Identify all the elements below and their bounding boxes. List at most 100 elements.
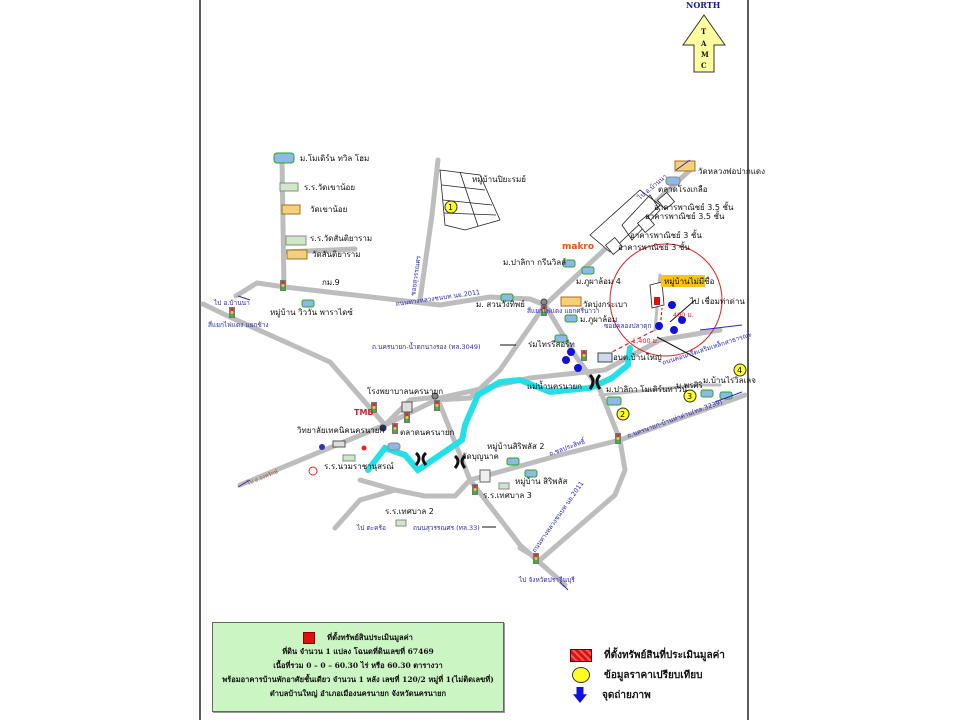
bridge-icon bbox=[588, 373, 602, 390]
temple-icon bbox=[479, 469, 491, 483]
village-mai-mi-chue-label: หมู่บ้านไม่มีชื่อ bbox=[664, 275, 715, 287]
market-icon bbox=[665, 176, 681, 186]
traffic-light-icon bbox=[280, 280, 286, 291]
label-market: ตลาดนครนายก bbox=[400, 428, 455, 437]
shophouse-icon bbox=[656, 191, 676, 211]
label-technical-college: วิทยาลัยเทคนิคนครนายก bbox=[296, 426, 384, 435]
comparable-3-marker bbox=[683, 389, 697, 403]
label-talad-rong-kluea: ตลาดโรงเกลือ bbox=[658, 184, 708, 194]
label-junction-srinava: สี่แยกไฟแดง แยกศรีนาวา bbox=[527, 306, 600, 315]
school-icon bbox=[498, 482, 510, 490]
photo-points bbox=[562, 301, 686, 372]
label-hospital: โรงพยาบาลนครนายก bbox=[367, 386, 443, 396]
label-phuphalom4: ม.ภูผาล้อม 4 bbox=[576, 277, 621, 287]
label-soi-khlong: ซอยคลองปลาดุก bbox=[604, 322, 652, 330]
label-wat-luang-pho: วัดหลวงพ่อปากแดง bbox=[698, 167, 765, 176]
roundabout-icon bbox=[540, 298, 548, 306]
north-letter: T bbox=[701, 27, 707, 36]
road-soi-suwan bbox=[417, 157, 441, 303]
comparable-markers: 1 2 3 4 bbox=[444, 200, 747, 421]
label-to-tako: ไป ตะคร้อ bbox=[356, 524, 386, 532]
info-line-area: เนื้อที่รวม 0 – 0 – 60.30 ไร่ หรือ 60.30… bbox=[273, 661, 443, 670]
comparable-number: 4 bbox=[737, 366, 742, 375]
label-school-tessaban2: ร.ร.เทศบาล 2 bbox=[385, 507, 434, 516]
road bbox=[382, 394, 440, 428]
legend-item-photo: จุดถ่ายภาพ bbox=[570, 685, 725, 705]
village-label-box bbox=[661, 275, 705, 287]
label-distance-400: 400 ม. bbox=[673, 311, 694, 319]
north-letter: C bbox=[701, 61, 707, 70]
label-school-nawamin: ร.ร.นวมราชานุสรณ์ bbox=[324, 461, 394, 471]
road bbox=[357, 487, 398, 503]
village-plot-icon bbox=[439, 169, 501, 231]
label-km9: กม.9 bbox=[322, 278, 340, 287]
north-letter: A bbox=[700, 39, 707, 48]
label-phonsiri: ม.พรศิริ bbox=[676, 381, 703, 390]
label-wat-khao-noi: วัดเขาน้อย bbox=[310, 205, 347, 214]
road-3239 bbox=[467, 392, 748, 483]
road bbox=[233, 280, 260, 299]
label-school-khao-noi: ร.ร.วัดเขาน้อย bbox=[304, 183, 355, 192]
traffic-light-icon bbox=[434, 400, 440, 411]
market-icon bbox=[387, 442, 401, 451]
label-suan-wang-thip: ม. สวนวังทิพย์ bbox=[476, 299, 525, 309]
label-siriphon: หมู่บ้าน สิริพลัส bbox=[515, 477, 567, 487]
traffic-lights bbox=[229, 280, 621, 564]
shop-row-icon bbox=[589, 189, 661, 253]
shell-icon bbox=[361, 445, 367, 451]
traffic-light-icon bbox=[581, 350, 587, 361]
village-icon bbox=[700, 389, 714, 398]
subject-property-icon bbox=[570, 648, 592, 662]
village-icon bbox=[301, 299, 315, 308]
label-ban-rai-villa: ม.บ้านไร่วิลเลจ bbox=[703, 376, 756, 385]
label-palika-green: ม.ปาลิกา กรีนวิลล์ bbox=[503, 257, 566, 267]
radius-circle bbox=[609, 243, 723, 357]
legend-item-subject: ที่ตั้งทรัพย์สินที่ประเมินมูลค่า bbox=[570, 645, 725, 665]
road-to-ongkharak bbox=[237, 422, 388, 488]
info-line-location: ตำบลบ้านใหญ่ อำเภอเมืองนครนายก จังหวัดนค… bbox=[269, 689, 447, 698]
comparable-1-marker bbox=[444, 200, 458, 214]
label-palika-modern: ม.ปาลิกา โมเดิร์นทาวน์ bbox=[606, 384, 688, 394]
photo-point-icon bbox=[567, 348, 575, 356]
temple-icon bbox=[560, 296, 582, 307]
gas-station-icon bbox=[319, 444, 325, 450]
village-icon bbox=[562, 259, 576, 268]
subject-property-icon bbox=[303, 632, 316, 644]
map-legend: ที่ตั้งทรัพย์สินที่ประเมินมูลค่า ข้อมูลร… bbox=[570, 645, 725, 705]
label-shophouse: อาคารพาณิชย์ 3.5 ชั้น bbox=[645, 210, 725, 221]
legend-label: ข้อมูลราคาเปรียบเทียบ bbox=[604, 669, 703, 681]
arrow-to-ban-na bbox=[237, 295, 251, 301]
label-siriphon2: หมู่บ้านสิริพลัส 2 bbox=[487, 442, 544, 452]
temple-icon bbox=[286, 249, 308, 260]
north-arrow-letters: T A M C bbox=[700, 27, 709, 70]
village-icon bbox=[581, 266, 595, 275]
landmark-icons bbox=[273, 152, 733, 527]
bridge-icons bbox=[414, 373, 602, 469]
road-to-thadan bbox=[382, 327, 723, 428]
grid-line bbox=[443, 212, 497, 216]
hospital-icon bbox=[401, 401, 413, 413]
comparable-2-marker bbox=[616, 407, 630, 421]
arrow-west bbox=[237, 479, 251, 488]
info-title-row: ที่ตั้งทรัพย์สินประเมินมูลค่า bbox=[213, 631, 503, 645]
subject-property-marker bbox=[654, 297, 660, 305]
traffic-light-icon bbox=[615, 433, 621, 444]
shophouse-icon bbox=[636, 214, 656, 234]
photo-point-icon bbox=[678, 316, 686, 324]
school-icon bbox=[285, 235, 307, 246]
temple-icon bbox=[281, 204, 301, 215]
road bbox=[357, 477, 473, 499]
direction-arrows bbox=[237, 159, 743, 591]
label-wiwan-paradise: หมู่บ้าน วิววัน พาราไดซ์ bbox=[270, 307, 353, 318]
info-title: ที่ตั้งทรัพย์สินประเมินมูลค่า bbox=[327, 633, 413, 642]
label-piyarom: หมู่บ้านปิยะรมย์ bbox=[472, 174, 526, 185]
label-shophouse: อาคารพาณิชย์ 3.5 ชั้น bbox=[654, 201, 734, 212]
pointer-arrows bbox=[482, 299, 701, 528]
roundabout-icon bbox=[431, 392, 439, 400]
village-icon bbox=[506, 457, 520, 466]
traffic-light-icon bbox=[229, 307, 235, 318]
pointer-arrow bbox=[669, 299, 696, 323]
village-icon bbox=[606, 396, 622, 406]
label-road-3049: ถ.นครนายก-น้ำตกนางรอง (ทล.3049) bbox=[372, 342, 481, 351]
